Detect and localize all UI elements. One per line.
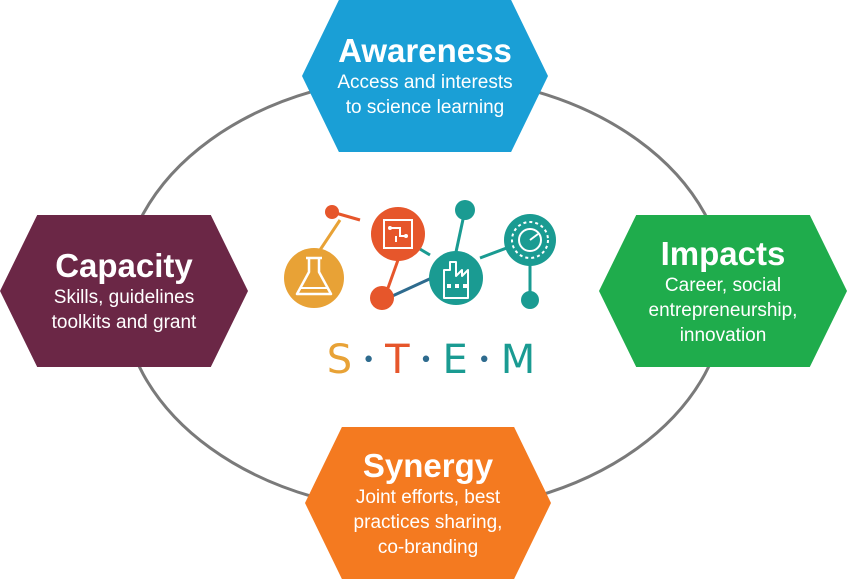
stem-separator: • bbox=[419, 347, 433, 373]
node-title: Impacts bbox=[660, 234, 786, 272]
hexagon-shape bbox=[302, 0, 548, 152]
node-awareness: Awareness Access and interests to scienc… bbox=[302, 0, 548, 152]
node-description-line: entrepreneurship, bbox=[648, 299, 798, 321]
node-description-line: to science learning bbox=[345, 97, 505, 118]
stem-wordmark: S • T • E • M bbox=[300, 332, 562, 388]
stem-letter-t: T bbox=[385, 337, 410, 383]
hexagon-shape bbox=[305, 427, 551, 579]
gauge-icon bbox=[504, 214, 556, 266]
node-synergy: Synergy Joint efforts, best practices sh… bbox=[305, 427, 551, 579]
node-description-line: practices sharing, bbox=[353, 511, 503, 533]
node-description-line: Joint efforts, best bbox=[355, 486, 501, 508]
node-description-line: innovation bbox=[679, 324, 767, 346]
logo-small-dots bbox=[325, 200, 539, 309]
node-description-line: co-branding bbox=[377, 536, 479, 558]
node-title: Capacity bbox=[55, 247, 193, 284]
node-description-line: toolkits and grant bbox=[51, 312, 197, 333]
node-description-line: Access and interests bbox=[337, 72, 513, 93]
logo-connectors bbox=[318, 209, 532, 300]
node-impacts: Impacts Career, social entrepreneurship,… bbox=[599, 215, 847, 367]
hexagon-shape bbox=[599, 215, 847, 367]
node-description-line: Career, social bbox=[664, 274, 782, 296]
stem-separator: • bbox=[362, 347, 376, 373]
node-capacity: Capacity Skills, guidelines toolkits and… bbox=[0, 215, 248, 367]
factory-icon bbox=[429, 251, 483, 305]
stem-letter-e: E bbox=[442, 337, 468, 383]
flask-icon bbox=[284, 248, 344, 308]
node-title: Synergy bbox=[362, 446, 494, 484]
node-title: Awareness bbox=[338, 32, 512, 69]
node-description-line: Skills, guidelines bbox=[53, 287, 195, 308]
stem-letter-s: S bbox=[326, 337, 353, 383]
logo-dot-orange bbox=[370, 286, 394, 310]
circuit-icon bbox=[371, 207, 425, 261]
stem-letter-m: M bbox=[500, 337, 536, 383]
stem-separator: • bbox=[477, 347, 491, 373]
hexagon-shape bbox=[0, 215, 248, 367]
